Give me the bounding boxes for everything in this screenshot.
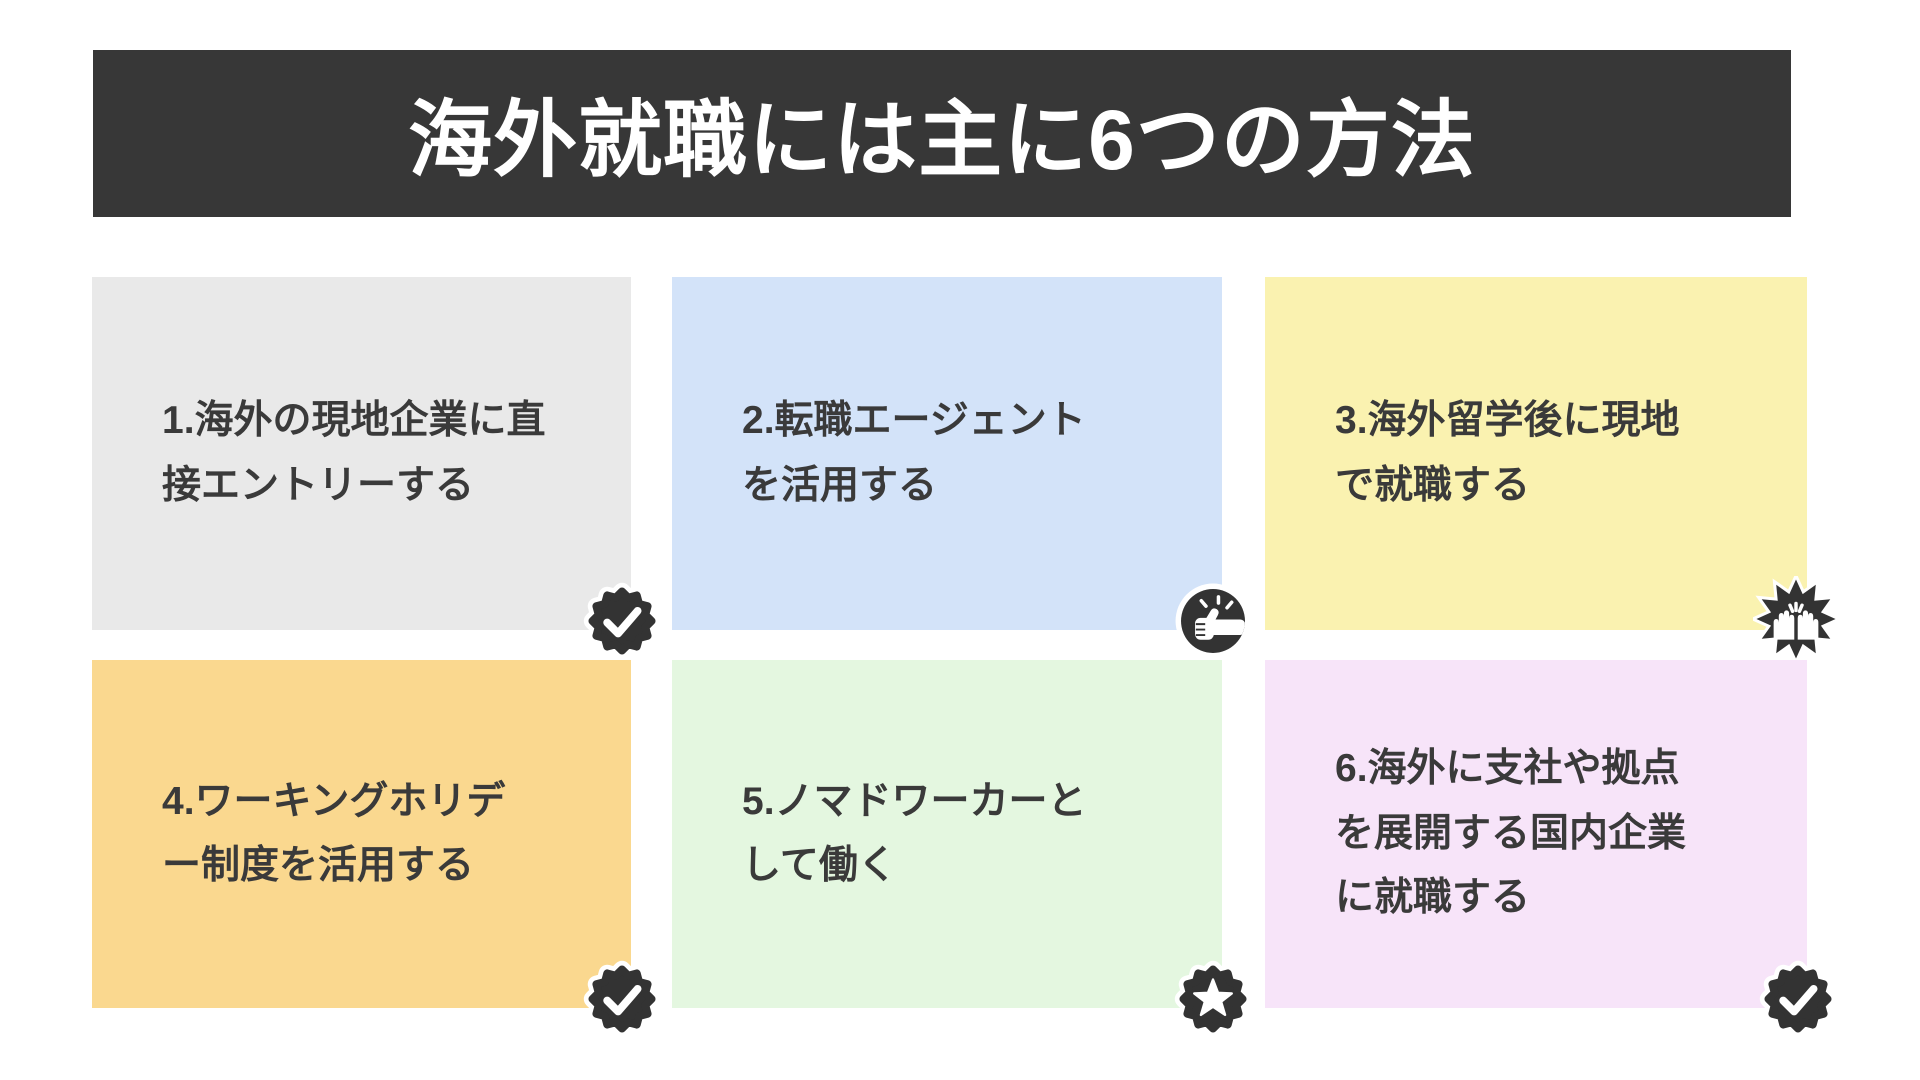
method-card-4: 4.ワーキングホリデ ー制度を活用する	[92, 660, 661, 1038]
method-card-5: 5.ノマドワーカーと して働く	[672, 660, 1252, 1038]
method-card-3: 3.海外留学後に現地 で就職する	[1265, 277, 1839, 662]
thumbs-up-circle-icon	[1174, 582, 1252, 660]
celebration-hands-burst-icon	[1753, 576, 1839, 662]
method-card-1: 1.海外の現地企業に直 接エントリーする	[92, 277, 661, 660]
method-2-text: 2.転職エージェント を活用する	[742, 399, 1086, 507]
check-seal-icon	[583, 582, 661, 660]
star-seal-icon	[1174, 960, 1252, 1038]
method-card-2: 2.転職エージェント を活用する	[672, 277, 1251, 659]
method-5-text: 5.ノマドワーカーと して働く	[742, 779, 1087, 887]
method-1-text: 1.海外の現地企業に直 接エントリーする	[162, 399, 546, 507]
check-seal-icon	[583, 960, 661, 1038]
method-3-text: 3.海外留学後に現地 で就職する	[1335, 399, 1680, 507]
method-6-text: 6.海外に支社や拠点 を展開する国内企業 に就職する	[1335, 747, 1687, 920]
page-title: 海外就職には主に6つの方法	[408, 93, 1476, 187]
check-seal-icon	[1759, 960, 1837, 1038]
method-card-6: 6.海外に支社や拠点 を展開する国内企業 に就職する	[1265, 660, 1837, 1038]
title-banner: 海外就職には主に6つの方法	[93, 50, 1791, 217]
method-4-text: 4.ワーキングホリデ ー制度を活用する	[162, 779, 506, 887]
